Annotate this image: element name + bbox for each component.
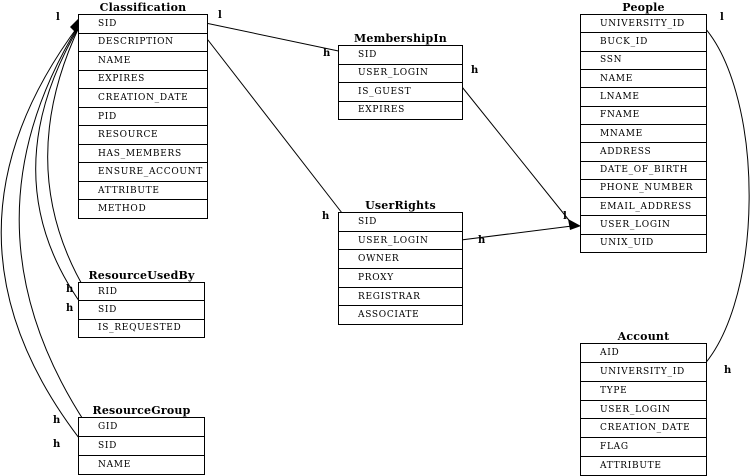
- table-row-people-university_id: UNIVERSITY_ID: [581, 15, 706, 34]
- table-title-classification: Classification: [99, 1, 187, 14]
- cardinality-label-resourceusedby-sid-left: h: [66, 303, 74, 314]
- table-row-resourceusedby-sid: SID: [79, 301, 204, 320]
- connector-classification-resourceusedby-sid: [35, 24, 88, 313]
- table-row-account-flag: FLAG: [581, 438, 706, 458]
- table-title-resourcegroup: ResourceGroup: [92, 404, 191, 417]
- table-row-userrights-owner: OWNER: [339, 250, 462, 270]
- table-title-userrights: UserRights: [365, 199, 436, 212]
- cardinality-label-resourcegroup-sid-left: h: [53, 439, 61, 450]
- table-row-account-aid: AID: [581, 344, 706, 363]
- table-row-people-lname: LNAME: [581, 88, 706, 107]
- table-row-userrights-sid: SID: [339, 213, 462, 232]
- table-row-classification-ensure_account: ENSURE_ACCOUNT: [79, 163, 207, 182]
- connector-classification-resourceusedby-rid: [47, 24, 88, 294]
- connector-people-account: [689, 17, 750, 379]
- arrowhead-people-user-login: [568, 219, 581, 230]
- table-row-userrights-proxy: PROXY: [339, 269, 462, 288]
- table-row-userrights-associate: ASSOCIATE: [358, 310, 420, 321]
- table-title-resourceusedby: ResourceUsedBy: [88, 269, 195, 282]
- cardinality-label-account-university-id-right: h: [724, 365, 732, 376]
- cardinality-label-userrights-sid-left: h: [322, 211, 330, 222]
- table-row-classification-creation_date: CREATION_DATE: [79, 89, 207, 108]
- table-title-people: People: [622, 1, 665, 14]
- connector-userrights-people: [452, 225, 573, 242]
- table-row-classification-name: NAME: [79, 52, 207, 71]
- table-row-classification-attribute: ATTRIBUTE: [79, 182, 207, 201]
- table-row-people-address: ADDRESS: [581, 143, 706, 162]
- table-row-classification-description: DESCRIPTION: [79, 34, 207, 53]
- table-row-resourcegroup-name: NAME: [98, 460, 131, 470]
- table-row-resourcegroup-sid: SID: [79, 437, 204, 456]
- table-row-people-buck_id: BUCK_ID: [581, 33, 706, 52]
- table-row-account-university_id: UNIVERSITY_ID: [581, 363, 706, 382]
- table-row-membershipin-user_login: USER_LOGIN: [339, 65, 462, 83]
- table-row-classification-method: METHOD: [98, 204, 147, 215]
- cardinality-label-userrights-user-login-right: h: [478, 235, 486, 246]
- table-row-classification-resource: RESOURCE: [79, 126, 207, 145]
- table-row-people-email_address: EMAIL_ADDRESS: [581, 198, 706, 217]
- cardinality-label-people-user-login-left: l: [563, 211, 567, 222]
- table-row-membershipin-is_guest: IS_GUEST: [339, 83, 462, 102]
- table-row-people-mname: MNAME: [581, 125, 706, 144]
- table-row-classification-sid: SID: [79, 15, 207, 34]
- table-row-people-user_login: USER_LOGIN: [581, 216, 706, 235]
- connector-membershipin-people: [449, 71, 573, 225]
- connector-classification-userrights: [193, 21, 350, 223]
- cardinality-label-membershipin-sid-left: h: [323, 48, 331, 59]
- cardinality-label-people-university-id-right: l: [720, 12, 724, 23]
- table-row-people-unix_uid: UNIX_UID: [600, 238, 654, 249]
- table-row-account-attribute: ATTRIBUTE: [600, 461, 662, 472]
- cardinality-label-classification-sid-right: l: [218, 10, 222, 21]
- connector-classification-resourcegroup-sid: [0, 24, 87, 448]
- cardinality-label-classification-sid-left: l: [56, 12, 60, 23]
- cardinality-label-resourcegroup-gid-left: h: [53, 415, 61, 426]
- table-row-resourceusedby-is_requested: IS_REQUESTED: [98, 323, 182, 334]
- table-row-people-ssn: SSN: [581, 52, 706, 70]
- connector-classification-resourcegroup-gid: [18, 24, 87, 425]
- table-title-account: Account: [617, 330, 670, 343]
- table-title-membershipin: MembershipIn: [354, 32, 447, 45]
- table-row-people-name: NAME: [581, 70, 706, 89]
- table-row-membershipin-sid: SID: [339, 46, 462, 65]
- table-row-classification-has_members: HAS_MEMBERS: [79, 145, 207, 164]
- connector-classification-membershipin: [195, 20, 349, 54]
- cardinality-label-membershipin-user-login-right: h: [471, 65, 479, 76]
- table-row-membershipin-expires: EXPIRES: [358, 105, 405, 116]
- table-row-people-phone_number: PHONE_NUMBER: [581, 180, 706, 199]
- table-row-account-user_login: USER_LOGIN: [581, 401, 706, 420]
- table-row-account-type: TYPE: [581, 382, 706, 401]
- table-row-resourceusedby-rid: RID: [79, 283, 204, 302]
- table-row-account-creation_date: CREATION_DATE: [581, 419, 706, 439]
- table-row-people-date_of_birth: DATE_OF_BIRTH: [581, 162, 706, 180]
- table-row-people-fname: FNAME: [581, 107, 706, 125]
- table-row-userrights-registrar: REGISTRAR: [339, 288, 462, 307]
- table-row-userrights-user_login: USER_LOGIN: [339, 232, 462, 251]
- table-row-classification-pid: PID: [79, 108, 207, 127]
- cardinality-label-resourceusedby-rid-left: h: [66, 284, 74, 295]
- table-row-classification-expires: EXPIRES: [79, 71, 207, 90]
- table-row-resourcegroup-gid: GID: [79, 418, 204, 437]
